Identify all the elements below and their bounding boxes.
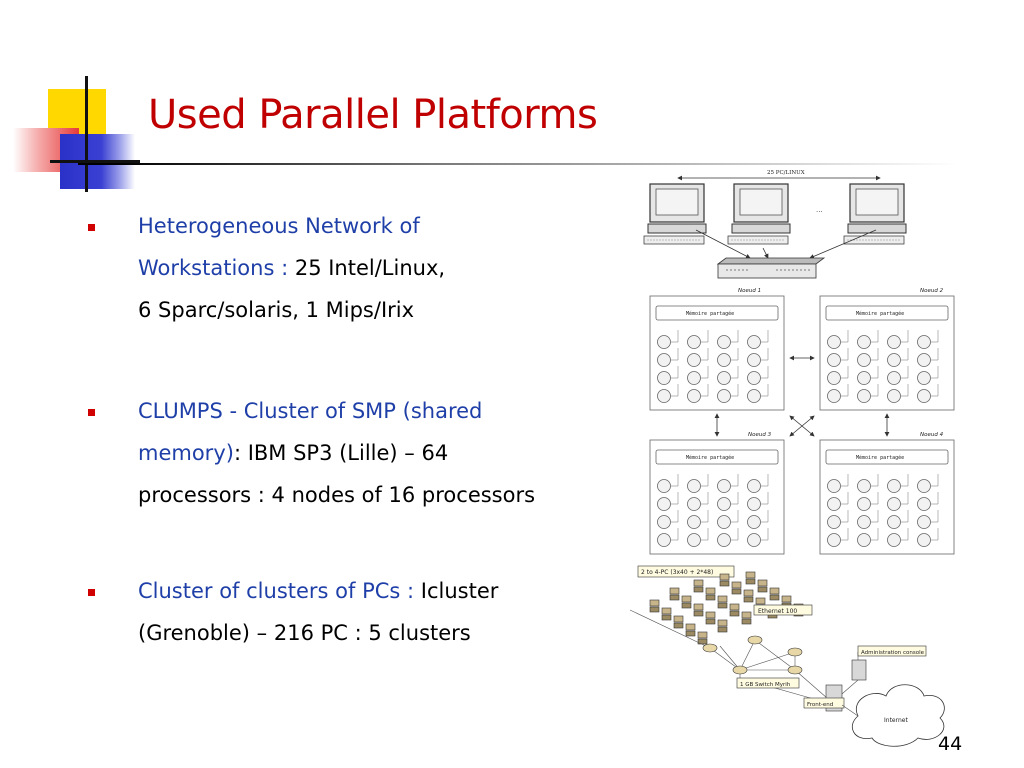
bullet-line: Workstations : 25 Intel/Linux, <box>138 247 638 289</box>
admin-console-label: Administration console <box>861 650 925 656</box>
bullet-highlight-text: CLUMPS - Cluster of SMP (shared <box>138 399 483 423</box>
bullet-line: 6 Sparc/solaris, 1 Mips/Irix <box>138 289 638 331</box>
bullet-line: Heterogeneous Network of <box>138 205 638 247</box>
bullet-workstations: Heterogeneous Network of Workstations : … <box>138 205 638 331</box>
bullet-text: processors : 4 nodes of 16 processors <box>138 483 536 507</box>
switch-icon <box>787 647 803 657</box>
workstations-figure: 25 PC/LINUX ... <box>643 170 907 279</box>
frontend-label: Front-end <box>807 702 833 708</box>
shared-memory-label: Mémoire partagée <box>856 454 904 461</box>
shared-memory-label: Mémoire partagée <box>686 454 734 461</box>
bullet-marker <box>88 409 95 416</box>
workstation-icon <box>727 183 791 245</box>
bullet-highlight-text: Heterogeneous Network of <box>138 214 420 238</box>
title-underline <box>78 163 958 165</box>
switch-icon <box>732 665 748 675</box>
smp-node-4: Noeud 4 Mémoire partagée <box>819 432 955 555</box>
bullet-text: : IBM SP3 (Lille) – 64 <box>233 441 449 465</box>
switch-icon <box>787 665 803 675</box>
switch-icon <box>747 635 763 645</box>
cluster-size-label: 2 to 4-PC (3x40 + 2*48) <box>641 569 713 576</box>
workstation-icon <box>643 183 707 245</box>
platform-figures: 25 PC/LINUX ... Noeud 1 Mémoire partagée <box>629 170 955 747</box>
node-label: Noeud 2 <box>920 288 944 294</box>
smp-node-3: Noeud 3 Mémoire partagée <box>649 432 785 555</box>
workstations-ellipsis: ... <box>816 206 823 214</box>
node-label: Noeud 3 <box>748 432 772 438</box>
smp-figure: Noeud 1 Mémoire partagée Noeud 2 Mémoire… <box>649 288 955 555</box>
deco-vertical-line <box>85 76 88 192</box>
page-title: Used Parallel Platforms <box>148 92 598 138</box>
internet-label: Internet <box>884 717 908 724</box>
bullet-text: Icluster <box>420 579 499 603</box>
bullet-highlight-text: Cluster of clusters of PCs : <box>138 579 421 603</box>
bullet-text: 6 Sparc/solaris, 1 Mips/Irix <box>138 298 415 322</box>
bullet-line: Cluster of clusters of PCs : Icluster <box>138 570 638 612</box>
internet-cloud-icon <box>852 684 945 747</box>
workstations-top-label: 25 PC/LINUX <box>767 170 805 176</box>
page-number: 44 <box>938 733 963 755</box>
bullet-highlight-text: Workstations : <box>138 256 295 280</box>
node-label: Noeud 4 <box>920 432 944 438</box>
switch-label: 1 GB Switch Myrih <box>740 682 791 688</box>
server-icon <box>851 659 867 681</box>
workstation-icon <box>843 183 907 245</box>
switch-icon <box>702 643 718 653</box>
bullet-clumps: CLUMPS - Cluster of SMP (shared memory):… <box>138 390 638 516</box>
bullet-text: (Grenoble) – 216 PC : 5 clusters <box>138 621 471 645</box>
bullet-marker <box>88 224 95 231</box>
bullet-line: memory): IBM SP3 (Lille) – 64 <box>138 432 638 474</box>
shared-memory-label: Mémoire partagée <box>686 310 734 317</box>
ethernet-label: Ethernet 100 <box>758 608 797 615</box>
bullet-highlight-text: memory) <box>138 441 234 465</box>
bullet-line: processors : 4 nodes of 16 processors <box>138 474 638 516</box>
shared-memory-label: Mémoire partagée <box>856 310 904 317</box>
cluster-figure: 2 to 4-PC (3x40 + 2*48) Ethernet 100 <box>629 565 945 747</box>
bullet-line: (Grenoble) – 216 PC : 5 clusters <box>138 612 638 654</box>
node-label: Noeud 1 <box>738 288 761 294</box>
bullet-line: CLUMPS - Cluster of SMP (shared <box>138 390 638 432</box>
bullet-marker <box>88 589 95 596</box>
network-switch-icon <box>716 257 826 279</box>
bullet-text: 25 Intel/Linux, <box>294 256 446 280</box>
deco-horizontal-line <box>50 160 140 163</box>
smp-node-2: Noeud 2 Mémoire partagée <box>819 288 955 411</box>
smp-node-1: Noeud 1 Mémoire partagée <box>649 288 785 411</box>
bullet-cluster-of-clusters: Cluster of clusters of PCs : Icluster (G… <box>138 570 638 654</box>
